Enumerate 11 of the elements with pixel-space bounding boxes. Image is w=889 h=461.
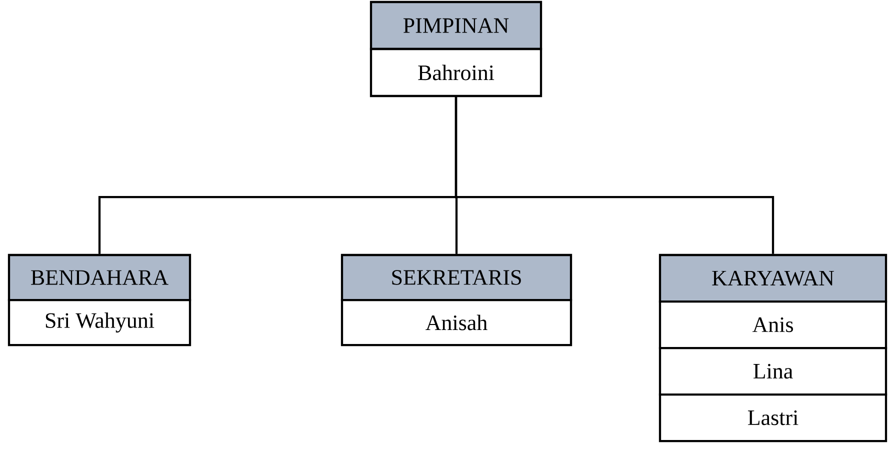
name-cell: Sri Wahyuni: [8, 298, 192, 346]
connector-line: [454, 97, 774, 254]
name-cell: Lina: [658, 346, 888, 396]
header-cell: SEKRETARIS: [340, 254, 572, 302]
header-cell: BENDAHARA: [8, 254, 192, 302]
name-cell: Lastri: [658, 393, 888, 442]
header-cell: PIMPINAN: [370, 0, 542, 50]
name-cell: Bahroini: [370, 48, 542, 98]
name-cell: Anis: [658, 300, 888, 350]
header-cell: KARYAWAN: [658, 254, 888, 303]
name-cell: Anisah: [340, 298, 572, 346]
